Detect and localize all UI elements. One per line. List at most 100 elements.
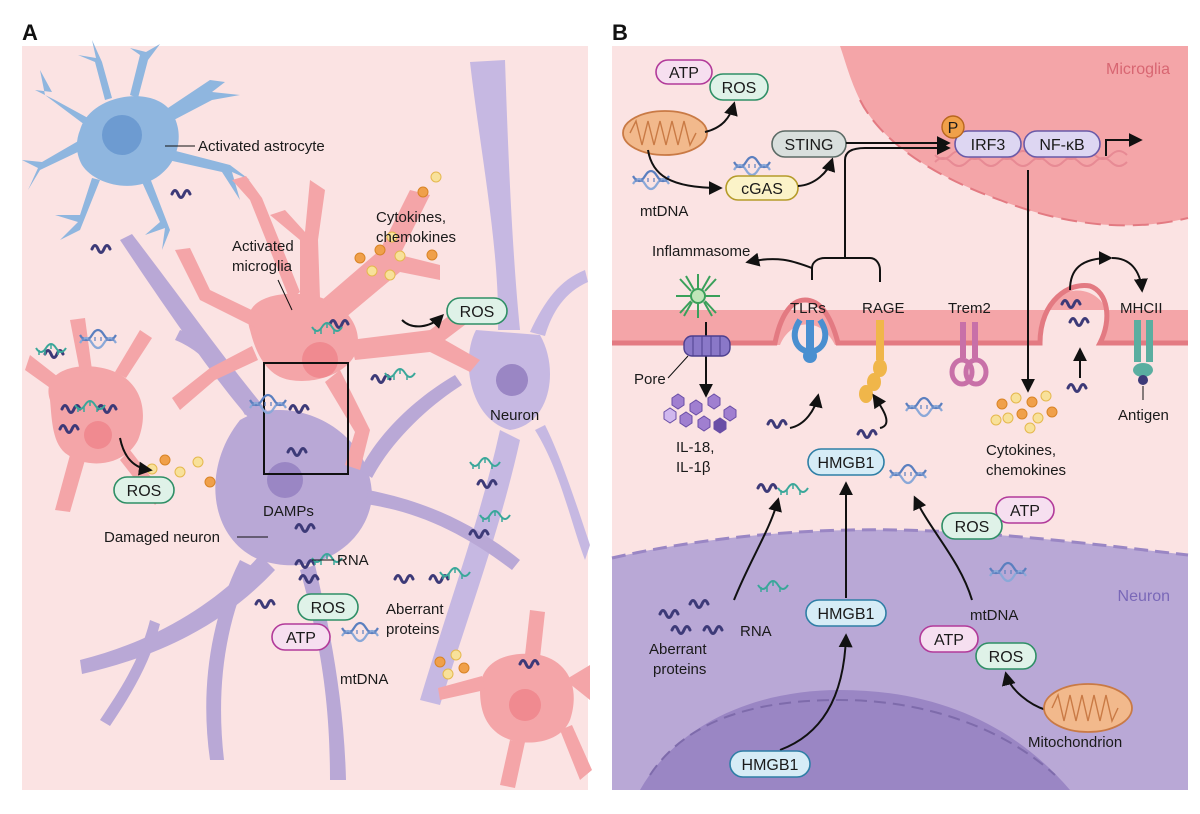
arrow-cgas-sting [797, 157, 836, 187]
label-mhcii: MHCII [1120, 300, 1163, 317]
atp-badge-neuron: ATP [919, 625, 979, 653]
label-cytokines-b: Cytokines, [986, 442, 1056, 459]
microglia-plasma-membrane [612, 282, 1188, 346]
arrow-mito-ros [704, 101, 738, 133]
svg-text:NF-κB: NF-κB [1039, 137, 1084, 154]
mitochondrion-bottom [1043, 683, 1133, 733]
sting-badge: STING [771, 130, 847, 158]
label-chemokines-b: chemokines [986, 462, 1066, 479]
label-chemokines-a: chemokines [376, 229, 456, 246]
cytokines-b [990, 390, 1058, 434]
tlr-receptor [791, 318, 829, 363]
label-damps: DAMPs [263, 503, 314, 520]
nuclear-envelope-microglia [859, 99, 1189, 227]
svg-text:STING: STING [785, 137, 834, 154]
phospho-badge: P [941, 115, 965, 139]
ros-badge-top: ROS [709, 73, 769, 101]
cytokines-a [146, 171, 470, 680]
label-damaged-neuron: Damaged neuron [104, 529, 220, 546]
label-trem2: Trem2 [948, 300, 991, 317]
arrow-microglia-ros [401, 314, 444, 329]
pore-leader [667, 355, 689, 379]
ros-badge-left: ROS [113, 476, 175, 504]
rage-branch-line [845, 257, 881, 282]
panel-a-letter: A [22, 20, 38, 45]
mhcii-receptor [1133, 320, 1153, 385]
svg-text:ROS: ROS [722, 80, 757, 97]
rage-receptor [859, 320, 887, 403]
damaged-neuron-cell [80, 234, 520, 780]
trem2-receptor [949, 322, 989, 387]
irf3-badge: IRF3 [954, 130, 1022, 158]
svg-text:ROS: ROS [127, 483, 162, 500]
svg-text:HMGB1: HMGB1 [742, 757, 799, 774]
neuron-nucleus-right [496, 364, 528, 396]
nuclear-envelope-neuron [649, 698, 1056, 776]
label-pore: Pore [634, 371, 666, 388]
label-activated-astrocyte: Activated astrocyte [198, 138, 325, 155]
atp-badge-mid: ATP [995, 496, 1055, 524]
neuron-membrane-b [611, 528, 1189, 560]
hmgb1-badge-neuron: HMGB1 [805, 599, 887, 627]
arrow-endosome-1 [1069, 251, 1113, 291]
label-rage: RAGE [862, 300, 905, 317]
svg-text:IRF3: IRF3 [971, 137, 1006, 154]
pore-channel [683, 335, 731, 357]
svg-text:ROS: ROS [989, 649, 1024, 666]
label-antigen: Antigen [1118, 407, 1169, 424]
svg-text:P: P [948, 120, 959, 137]
arrow-mito-ros-neuron [1001, 671, 1047, 711]
label-proteins-b: proteins [653, 661, 706, 678]
label-il1b: IL-1β [676, 459, 711, 476]
svg-text:ATP: ATP [934, 632, 964, 649]
nfkb-badge: NF-κB [1023, 130, 1101, 158]
microglia-membrane-band [612, 290, 1188, 345]
arrow-damp-tlr [789, 393, 823, 429]
hmgb1-badge-mid: HMGB1 [807, 448, 885, 476]
damaged-neuron-nucleus [267, 462, 303, 498]
label-inflammasome: Inflammasome [652, 243, 750, 260]
inflammasome-complex [676, 274, 720, 318]
astrocyte-nucleus [102, 115, 142, 155]
svg-text:ROS: ROS [460, 304, 495, 321]
arrow-endosome-2 [1111, 257, 1148, 293]
svg-text:ROS: ROS [311, 600, 346, 617]
label-rna-b: RNA [740, 623, 772, 640]
microglia-leader [277, 279, 293, 311]
svg-text:ATP: ATP [1010, 503, 1040, 520]
label-neuron-a: Neuron [490, 407, 539, 424]
label-mtdna-top: mtDNA [640, 203, 688, 220]
label-rna-a: RNA [337, 552, 369, 569]
label-neuron-region: Neuron [1118, 588, 1170, 605]
label-microglia-a: microglia [232, 258, 293, 275]
label-activated: Activated [232, 238, 294, 255]
transcription-arrow [1105, 133, 1143, 156]
hmgb1-badge-bottom: HMGB1 [729, 750, 811, 778]
svg-text:HMGB1: HMGB1 [818, 606, 875, 623]
arrow-tlr-inflammasome [745, 252, 813, 269]
label-mtdna-neuron: mtDNA [970, 607, 1018, 624]
label-cytokines-a: Cytokines, [376, 209, 446, 226]
svg-text:ROS: ROS [955, 519, 990, 536]
panel-b-letter: B [612, 20, 628, 45]
il-cytokines [663, 393, 737, 434]
left-microglia-nucleus [84, 421, 112, 449]
mitochondrion-top [622, 110, 708, 156]
label-il18: IL-18, [676, 439, 714, 456]
atp-badge-bottom: ATP [271, 623, 331, 651]
label-aberrant-a: Aberrant [386, 601, 444, 618]
arrow-mtdna-up [913, 495, 973, 601]
inset-box [263, 362, 349, 475]
label-proteins-a: proteins [386, 621, 439, 638]
svg-text:HMGB1: HMGB1 [818, 455, 875, 472]
svg-text:ATP: ATP [669, 65, 699, 82]
svg-text:ATP: ATP [286, 630, 316, 647]
cgas-badge: cGAS [725, 155, 799, 201]
arrow-left-microglia-ros [119, 437, 153, 476]
svg-text:cGAS: cGAS [741, 181, 783, 198]
label-microglia-region: Microglia [1106, 61, 1170, 78]
label-aberrant-b: Aberrant [649, 641, 707, 658]
arrow-damp-rage [872, 393, 888, 429]
ros-badge-mid: ROS [941, 512, 1003, 540]
